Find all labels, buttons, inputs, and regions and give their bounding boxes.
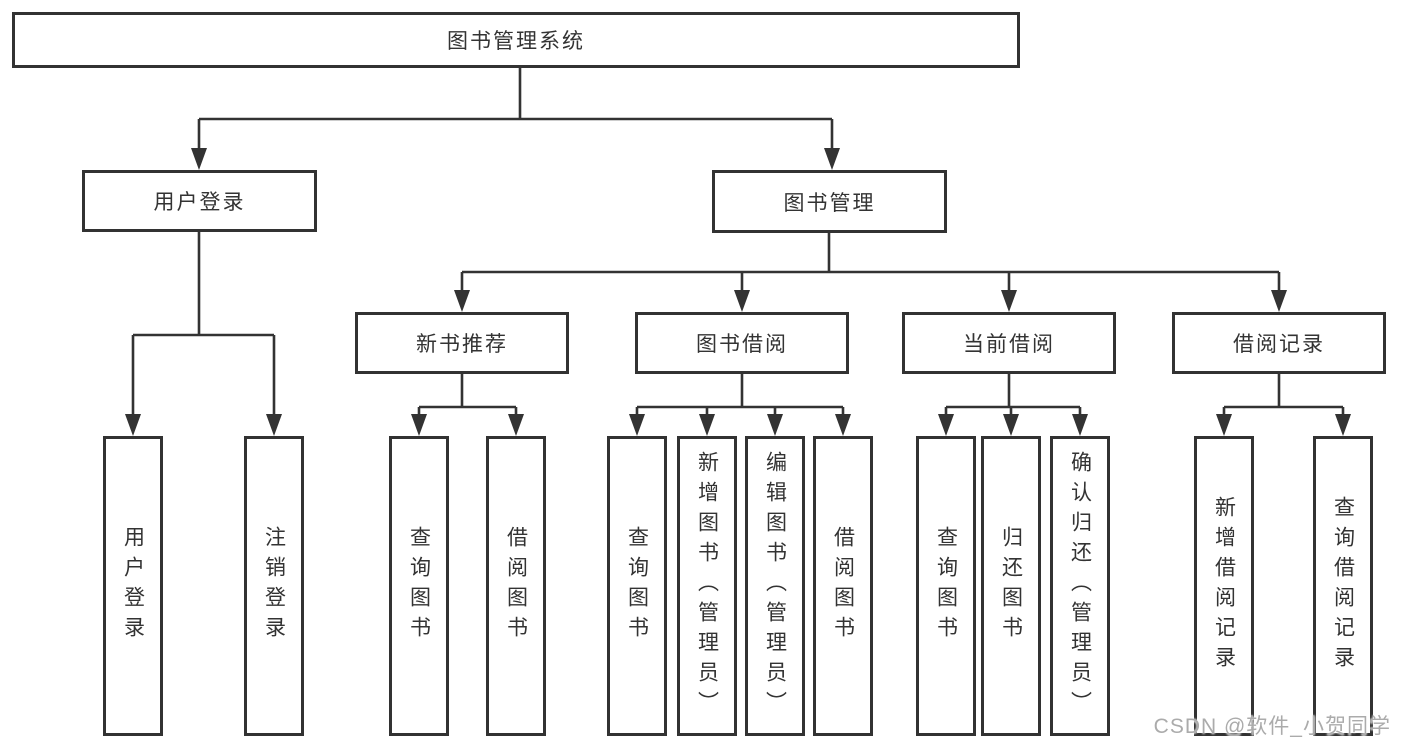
node-borrow-records: 借阅记录 (1172, 312, 1386, 374)
node-label: 借阅记录 (1233, 333, 1325, 356)
csdn-watermark: CSDN @软件_小贺同学 (1153, 715, 1391, 738)
leaf-records-add-record: 新增借阅记录 (1194, 436, 1254, 736)
connector-book-borrow-to-leaves (629, 374, 851, 436)
leaf-label: 借阅图书 (504, 526, 528, 646)
leaf-label: 归还图书 (999, 526, 1023, 646)
node-label: 图书管理系统 (447, 30, 585, 53)
connector-borrow-records-to-leaves (1216, 374, 1351, 436)
leaf-label: 编辑图书（管理员） (763, 451, 787, 721)
node-label: 图书管理 (783, 191, 876, 215)
leaf-borrow-query-book: 查询图书 (607, 436, 667, 736)
node-user-login: 用户登录 (82, 170, 317, 232)
leaf-label: 新增图书（管理员） (695, 451, 719, 721)
node-label: 用户登录 (153, 191, 246, 214)
connector-book-management-to-sections (454, 233, 1287, 312)
leaf-current-confirm-return-admin: 确认归还（管理员） (1050, 436, 1110, 736)
node-book-management: 图书管理 (712, 170, 947, 233)
leaf-label: 用户登录 (121, 526, 145, 646)
leaf-current-return-book: 归还图书 (981, 436, 1041, 736)
leaf-borrow-add-book-admin: 新增图书（管理员） (677, 436, 737, 736)
leaf-records-query-record: 查询借阅记录 (1313, 436, 1373, 736)
leaf-label: 查询图书 (934, 526, 958, 646)
node-library-management-system: 图书管理系统 (12, 12, 1020, 68)
node-current-borrow: 当前借阅 (902, 312, 1116, 374)
connector-current-borrow-to-leaves (938, 374, 1088, 436)
node-label: 新书推荐 (416, 333, 508, 356)
leaf-label: 注销登录 (262, 526, 286, 646)
leaf-label: 借阅图书 (831, 526, 855, 646)
leaf-recommend-query-book: 查询图书 (389, 436, 449, 736)
leaf-label: 查询图书 (407, 526, 431, 646)
leaf-current-query-book: 查询图书 (916, 436, 976, 736)
leaf-label: 确认归还（管理员） (1068, 451, 1092, 721)
leaf-label: 查询图书 (625, 526, 649, 646)
leaf-borrow-borrow-book: 借阅图书 (813, 436, 873, 736)
leaf-recommend-borrow-book: 借阅图书 (486, 436, 546, 736)
connector-user-login-to-leaves (125, 232, 282, 436)
node-book-borrow: 图书借阅 (635, 312, 849, 374)
node-new-book-recommend: 新书推荐 (355, 312, 569, 374)
leaf-logout-login: 注销登录 (244, 436, 304, 736)
leaf-user-login: 用户登录 (103, 436, 163, 736)
node-label: 当前借阅 (963, 333, 1055, 356)
leaf-label: 新增借阅记录 (1212, 496, 1236, 676)
connector-root-to-level2 (191, 67, 840, 170)
leaf-borrow-edit-book-admin: 编辑图书（管理员） (745, 436, 805, 736)
node-label: 图书借阅 (696, 333, 788, 356)
connector-new-book-recommend-to-leaves (411, 374, 524, 436)
leaf-label: 查询借阅记录 (1331, 496, 1355, 676)
